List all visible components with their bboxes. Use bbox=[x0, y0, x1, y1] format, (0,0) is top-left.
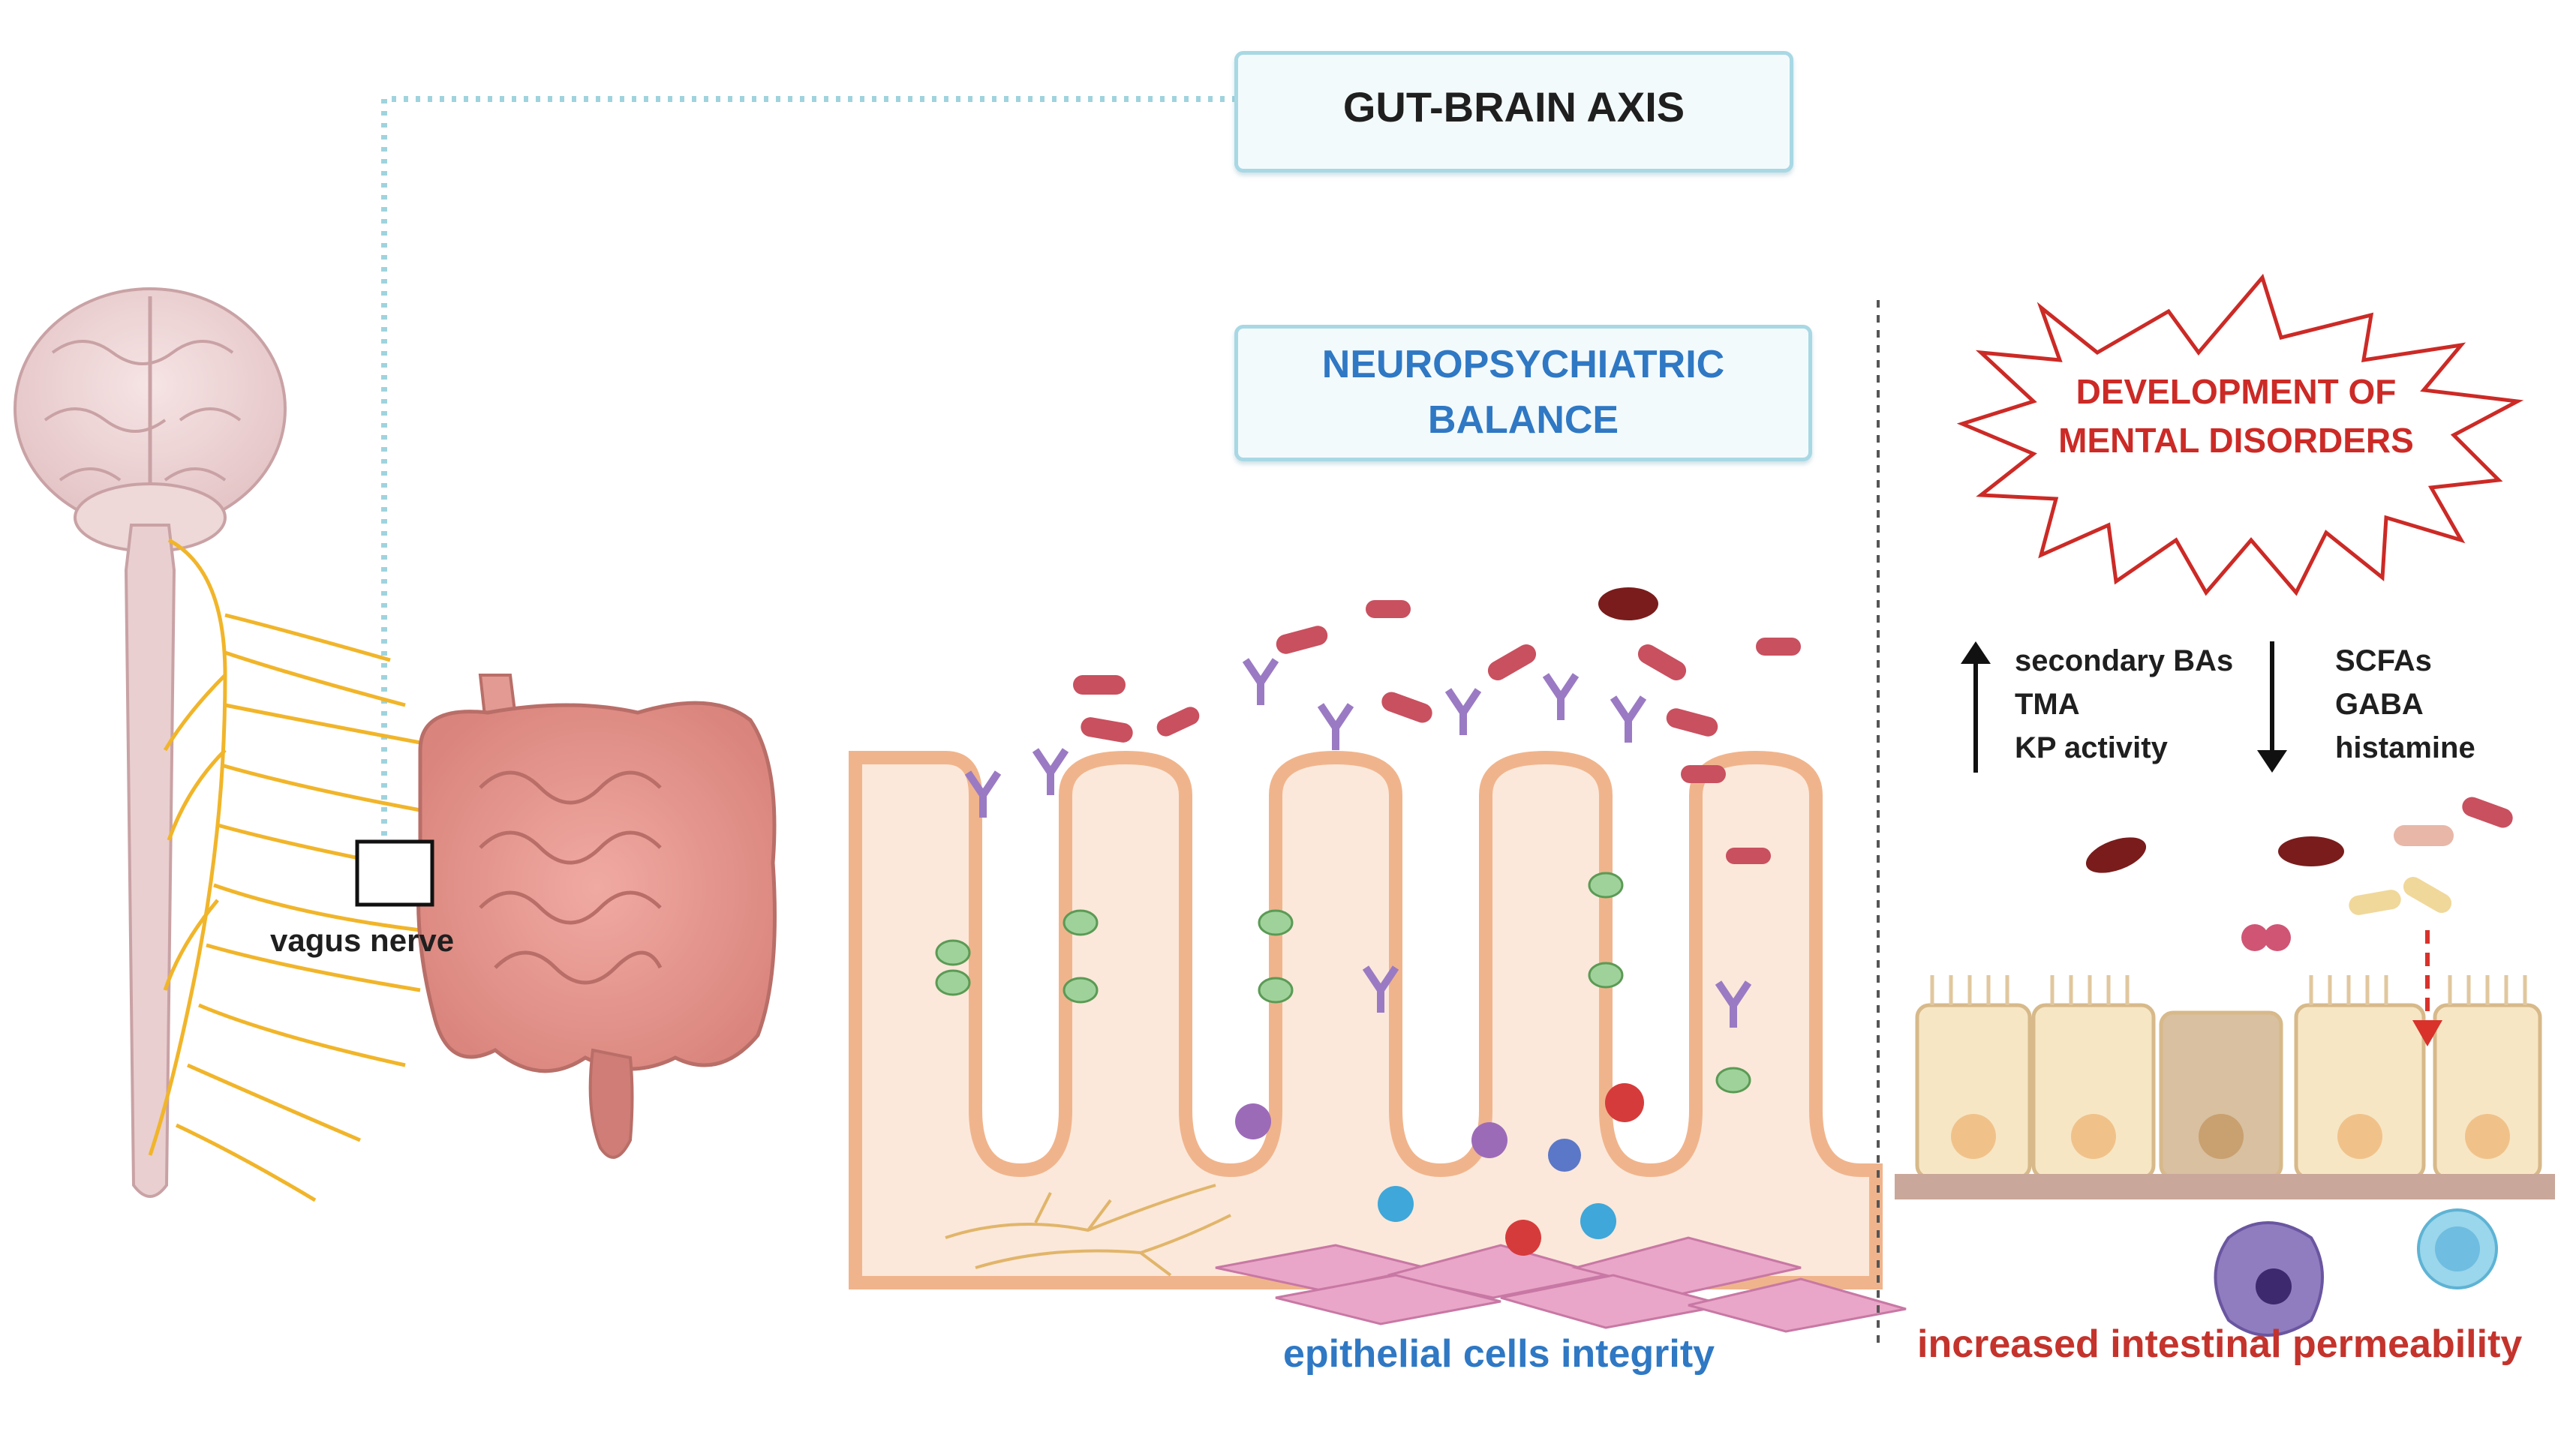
burst-shape bbox=[1956, 273, 2524, 596]
increased-factor-2: TMA bbox=[2015, 688, 2080, 721]
increased-factor-3: KP activity bbox=[2015, 731, 2168, 764]
zoom-square bbox=[355, 839, 434, 907]
axis-connector bbox=[381, 96, 1234, 848]
epithelial-cell-icon bbox=[1915, 1003, 2542, 1180]
goblet-cells bbox=[935, 872, 1751, 1094]
immune-cell-icon bbox=[1235, 1083, 1644, 1256]
villi-icon bbox=[849, 750, 1883, 1289]
vagus-nerve-label: vagus nerve bbox=[270, 923, 455, 958]
neuron-fibers bbox=[945, 1184, 1231, 1277]
bacteria-icon bbox=[1073, 587, 1801, 864]
antibody-icons bbox=[964, 658, 1752, 1028]
decreased-factor-1: SCFAs bbox=[2335, 644, 2432, 677]
down-arrow-icon bbox=[2257, 641, 2287, 773]
intestine-icon bbox=[416, 674, 777, 1159]
gut-brain-axis-box bbox=[1234, 51, 1793, 173]
neuro-balance-box bbox=[1234, 325, 1812, 461]
intestinal-permeability-label: increased intestinal permeability bbox=[1917, 1322, 2523, 1366]
brain-icon bbox=[14, 287, 287, 553]
pathogen-bacteria bbox=[2085, 797, 2513, 951]
vagus-nerve-icon bbox=[148, 538, 421, 1202]
mental-disorders-title-line1: DEVELOPMENT OF bbox=[2076, 372, 2397, 411]
neuro-balance-title-line1: NEUROPSYCHIATRIC bbox=[1321, 343, 1725, 386]
decreased-factor-3: histamine bbox=[2335, 731, 2475, 764]
microvilli bbox=[1930, 975, 2527, 1005]
connective-tissue bbox=[1215, 1236, 1907, 1333]
neuro-balance-title-line2: BALANCE bbox=[1427, 398, 1619, 442]
macrophage-icon bbox=[2214, 1221, 2324, 1337]
up-arrow-icon bbox=[1961, 641, 1991, 773]
lymphocyte-icon bbox=[2417, 1208, 2498, 1289]
mental-disorders-title-line2: MENTAL DISORDERS bbox=[2058, 421, 2414, 460]
epithelial-integrity-label: epithelial cells integrity bbox=[1283, 1332, 1715, 1376]
gut-brain-axis-title: GUT-BRAIN AXIS bbox=[1342, 83, 1685, 131]
decreased-factor-2: GABA bbox=[2335, 688, 2424, 721]
increased-factor-1: secondary BAs bbox=[2015, 644, 2234, 677]
basement-membrane bbox=[1895, 1174, 2555, 1199]
